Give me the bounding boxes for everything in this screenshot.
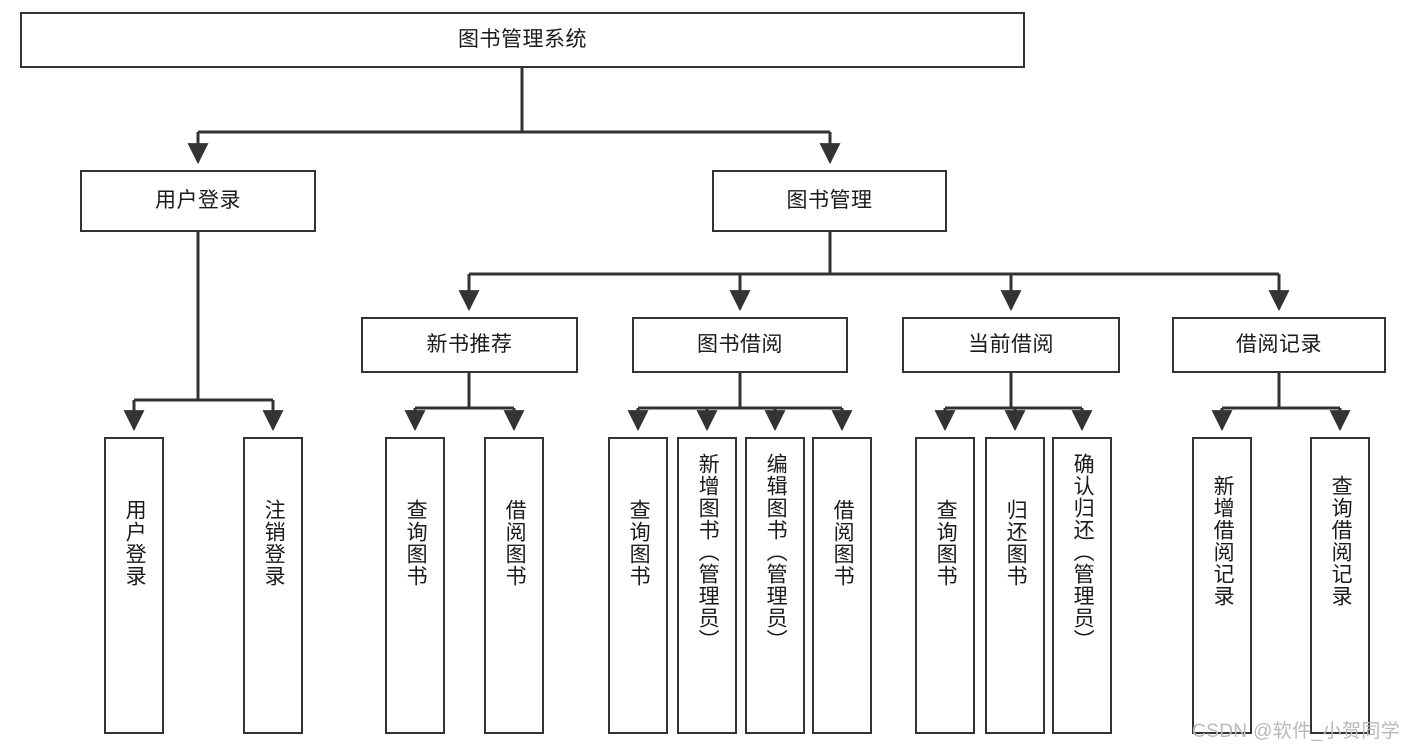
leaf-confirm-return[interactable]: 确认归还（管理员） xyxy=(1052,437,1112,734)
node-label: 新书推荐 xyxy=(426,332,513,356)
node-label: 图书管理系统 xyxy=(458,27,587,51)
node-label: 借阅记录 xyxy=(1236,332,1322,356)
node-label: 图书借阅 xyxy=(697,332,783,356)
node-current-borrow[interactable]: 当前借阅 xyxy=(902,317,1120,373)
node-label: 归还图书 xyxy=(1004,499,1028,587)
leaf-borrow-book-recommend[interactable]: 借阅图书 xyxy=(484,437,544,734)
node-root[interactable]: 图书管理系统 xyxy=(20,12,1025,68)
leaf-add-book[interactable]: 新增图书（管理员） xyxy=(677,437,737,734)
node-book-borrow[interactable]: 图书借阅 xyxy=(632,317,848,373)
node-label: 查询借阅记录 xyxy=(1329,475,1353,607)
node-borrow-record[interactable]: 借阅记录 xyxy=(1172,317,1386,373)
leaf-query-borrow-record[interactable]: 查询借阅记录 xyxy=(1310,437,1370,734)
node-label: 查询图书 xyxy=(627,499,651,587)
leaf-query-book-current[interactable]: 查询图书 xyxy=(915,437,975,734)
leaf-return-book[interactable]: 归还图书 xyxy=(985,437,1045,734)
node-label: 注销登录 xyxy=(262,499,286,587)
leaf-query-book-borrow[interactable]: 查询图书 xyxy=(608,437,668,734)
leaf-edit-book[interactable]: 编辑图书（管理员） xyxy=(745,437,805,734)
leaf-borrow-book[interactable]: 借阅图书 xyxy=(812,437,872,734)
node-label: 当前借阅 xyxy=(968,332,1054,356)
node-label: 借阅图书 xyxy=(831,499,855,587)
node-new-book-recommend[interactable]: 新书推荐 xyxy=(361,317,578,373)
node-label: 查询图书 xyxy=(934,499,958,587)
node-label: 新增图书（管理员） xyxy=(696,453,720,651)
node-book-manage[interactable]: 图书管理 xyxy=(712,170,947,232)
leaf-user-login[interactable]: 用户登录 xyxy=(104,437,164,734)
csdn-watermark: CSDN @软件_小贺同学 xyxy=(1192,721,1401,742)
leaf-query-book-recommend[interactable]: 查询图书 xyxy=(385,437,445,734)
node-label: 用户登录 xyxy=(123,499,147,587)
node-label: 编辑图书（管理员） xyxy=(764,453,788,651)
leaf-add-borrow-record[interactable]: 新增借阅记录 xyxy=(1192,437,1252,734)
node-label: 新增借阅记录 xyxy=(1211,475,1235,607)
node-label: 图书管理 xyxy=(786,188,873,212)
node-label: 借阅图书 xyxy=(503,499,527,587)
leaf-user-logout[interactable]: 注销登录 xyxy=(243,437,303,734)
node-label: 查询图书 xyxy=(404,499,428,587)
node-label: 确认归还（管理员） xyxy=(1071,453,1095,651)
node-user-login[interactable]: 用户登录 xyxy=(80,170,316,232)
node-label: 用户登录 xyxy=(155,188,241,212)
